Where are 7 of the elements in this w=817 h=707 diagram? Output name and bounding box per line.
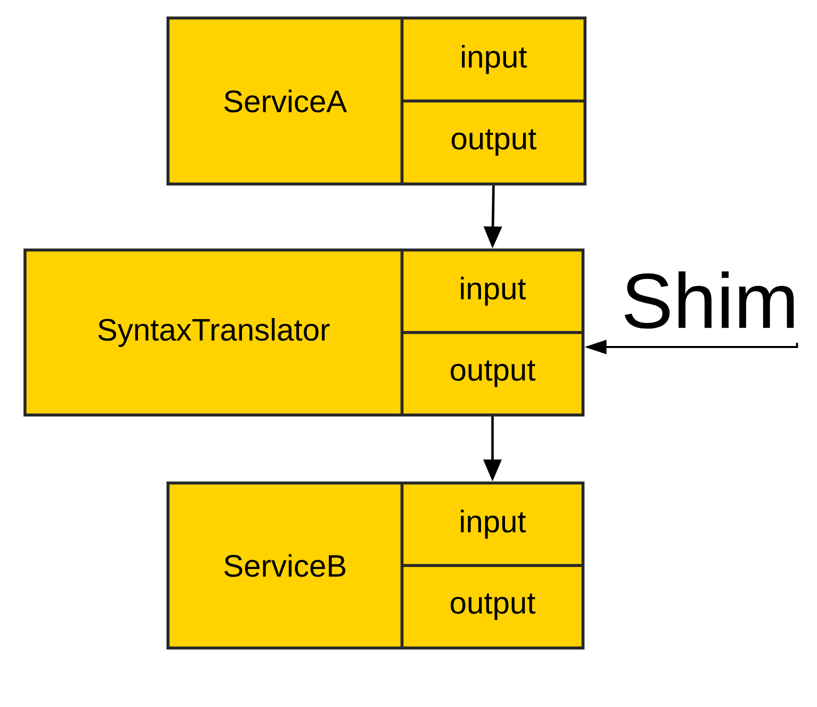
port-box: input — [400, 482, 584, 567]
port-box: input — [400, 248, 584, 334]
shim-label: Shim — [624, 271, 794, 329]
port-box: input — [400, 16, 586, 102]
port-box: output — [400, 564, 584, 650]
port-box: output — [400, 100, 586, 186]
port-box: output — [400, 331, 584, 416]
